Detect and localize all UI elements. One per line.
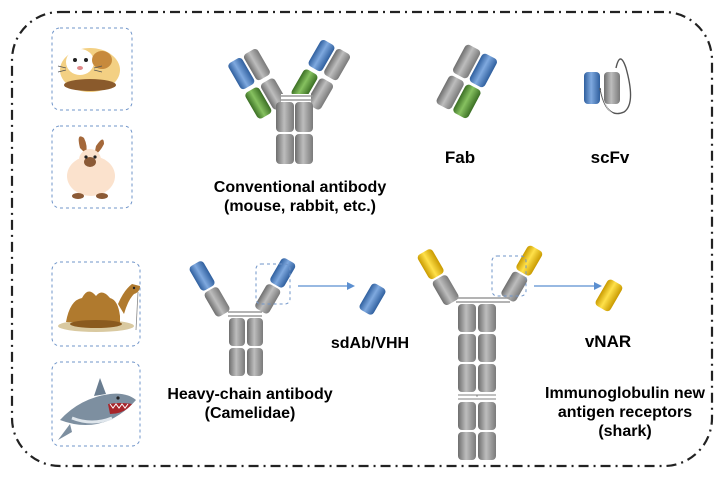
camel-box — [51, 261, 141, 347]
ignar-arrow — [534, 282, 602, 290]
conventional-antibody — [228, 40, 351, 164]
hcab-label-line2: (Camelidae) — [204, 405, 296, 423]
rabbit-icon — [67, 136, 115, 199]
conventional-antibody-label: Conventional antibody (mouse, rabbit, et… — [200, 178, 400, 216]
ignar-label: Immunoglobulin new antigen receptors (sh… — [535, 384, 715, 442]
rabbit-box — [51, 125, 133, 209]
conventional-label-line2: (mouse, rabbit, etc.) — [223, 198, 377, 216]
ignar-label-line2: antigen receptors — [557, 404, 693, 422]
hcab-label-line1: Heavy-chain antibody — [167, 386, 333, 403]
fab-label: Fab — [444, 148, 476, 167]
sdab-fragment — [359, 283, 386, 315]
scfv-label: scFv — [590, 148, 630, 167]
guinea-pig-icon — [57, 48, 120, 92]
hcab-arrow — [298, 282, 355, 290]
vnar-label: vNAR — [584, 332, 632, 351]
conventional-label-line1: Conventional antibody — [213, 179, 387, 196]
heavy-chain-antibody — [189, 258, 296, 376]
vnar-fragment — [595, 279, 623, 312]
shark-box — [51, 361, 141, 447]
heavy-chain-antibody-label: Heavy-chain antibody (Camelidae) — [150, 385, 350, 423]
sdab-label: sdAb/VHH — [330, 335, 410, 352]
scfv-fragment — [584, 58, 632, 116]
guinea-pig-box — [51, 27, 133, 111]
camel-icon — [58, 284, 140, 332]
ignar-antibody — [417, 245, 543, 460]
ignar-label-line3: (shark) — [598, 423, 652, 441]
fab-fragment — [436, 44, 497, 119]
outer-frame — [10, 10, 714, 468]
ignar-label-line1: Immunoglobulin new — [545, 385, 705, 402]
shark-icon — [58, 378, 136, 440]
